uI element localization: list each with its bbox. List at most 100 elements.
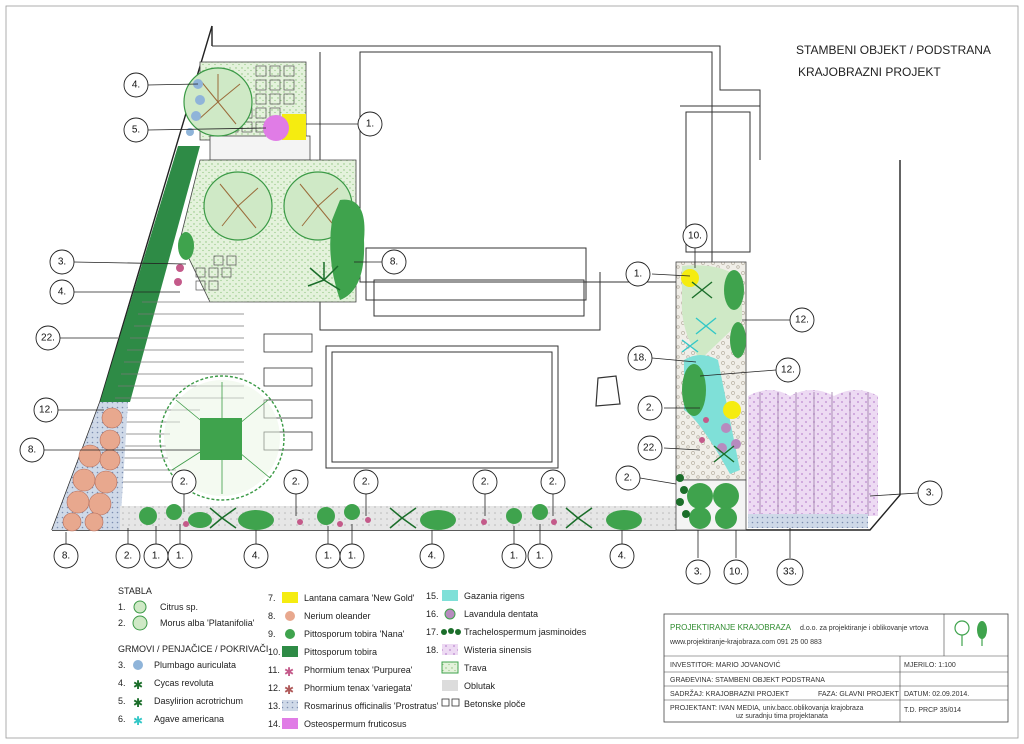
rosmarinus-swatch bbox=[282, 700, 298, 711]
callout-label: 4. bbox=[618, 551, 626, 562]
legend-heading-shrubs: GRMOVI / PENJAČICE / POKRIVAČI bbox=[118, 644, 268, 654]
legend-label: Betonske ploče bbox=[464, 699, 526, 709]
plan-title: STAMBENI OBJEKT / PODSTRANA bbox=[796, 43, 991, 57]
agave-symbol-icon: ✱ bbox=[133, 714, 143, 728]
legend-label: Lantana camara 'New Gold' bbox=[304, 593, 415, 603]
wisteria-swatch bbox=[442, 644, 458, 655]
legend-label: Pittosporum tobira 'Nana' bbox=[304, 629, 405, 639]
north-garden bbox=[183, 61, 311, 161]
west-hedge bbox=[100, 146, 200, 402]
sheet-frame bbox=[5, 5, 1019, 739]
callout-label: 1. bbox=[366, 119, 374, 130]
designer: PROJEKTANT: IVAN MEDIA, univ.bacc.obliko… bbox=[670, 705, 863, 712]
legend-num: 12. bbox=[268, 683, 281, 693]
callout-label: 12. bbox=[781, 365, 795, 376]
south-bed bbox=[120, 504, 680, 530]
callout-label: 2. bbox=[180, 477, 188, 488]
scale: MJERILO: 1:100 bbox=[904, 662, 956, 669]
legend-label: Trava bbox=[464, 663, 487, 673]
callout-label: 2. bbox=[646, 403, 654, 414]
pool bbox=[325, 345, 559, 469]
date: DATUM: 02.09.2014. bbox=[904, 691, 969, 698]
nerium-symbol-icon bbox=[285, 611, 295, 621]
morus-tree-terrace bbox=[159, 375, 285, 501]
citrus-symbol-icon bbox=[133, 600, 147, 614]
legend-label: Trachelospermum jasminoides bbox=[464, 627, 587, 637]
callout-label: 5. bbox=[132, 125, 140, 136]
drawing-number: T.D. PRCP 35/014 bbox=[904, 707, 961, 714]
callout-label: 8. bbox=[62, 551, 70, 562]
pot-planter bbox=[200, 418, 242, 460]
phormium-purpurea-symbol-icon: ✱ bbox=[284, 665, 294, 679]
legend: STABLA 1. Citrus sp. 2. Morus alba 'Plat… bbox=[118, 586, 587, 729]
legend-label: Pittosporum tobira bbox=[304, 647, 377, 657]
legend-label: Agave americana bbox=[154, 714, 224, 724]
legend-num: 13. bbox=[268, 701, 281, 711]
callout-labels: 4. 5. 1. 3. 4. 8. 22. 12. 8. 10. 1. 12. … bbox=[28, 80, 934, 578]
callout-label: 1. bbox=[176, 551, 184, 562]
callout-label: 8. bbox=[28, 445, 36, 456]
building: GRAĐEVINA: STAMBENI OBJEKT PODSTRANA bbox=[670, 677, 825, 684]
east-bed bbox=[675, 261, 747, 531]
legend-num: 3. bbox=[118, 660, 126, 670]
legend-label: Phormium tenax 'Purpurea' bbox=[304, 665, 413, 675]
callout-group bbox=[19, 72, 943, 586]
legend-num: 18. bbox=[426, 645, 439, 655]
gravel-swatch bbox=[442, 680, 458, 691]
company-name: PROJEKTIRANJE KRAJOBRAZA bbox=[670, 623, 792, 632]
callout-label: 4. bbox=[252, 551, 260, 562]
callout-label: 2. bbox=[292, 477, 300, 488]
osteospermum-patch bbox=[263, 115, 289, 141]
legend-num: 10. bbox=[268, 647, 281, 657]
callout-label: 10. bbox=[729, 567, 743, 578]
nerium-group bbox=[62, 407, 123, 532]
morus-symbol-icon bbox=[132, 615, 148, 631]
callout-label: 4. bbox=[132, 80, 140, 91]
legend-label: Osteospermum fruticosus bbox=[304, 719, 407, 729]
legend-num: 1. bbox=[118, 602, 126, 612]
company-tagline: d.o.o. za projektiranje i oblikovanje vr… bbox=[800, 625, 929, 632]
gazania-swatch bbox=[442, 590, 458, 601]
legend-label: Cycas revoluta bbox=[154, 678, 214, 688]
legend-label: Morus alba 'Platanifolia' bbox=[160, 618, 255, 628]
legend-label: Gazania rigens bbox=[464, 591, 525, 601]
plan-subtitle: KRAJOBRAZNI PROJEKT bbox=[798, 65, 941, 79]
legend-label: Nerium oleander bbox=[304, 611, 371, 621]
house-outline bbox=[212, 45, 761, 331]
callout-label: 1. bbox=[536, 551, 544, 562]
legend-num: 17. bbox=[426, 627, 439, 637]
callout-label: 1. bbox=[348, 551, 356, 562]
callout-label: 2. bbox=[549, 477, 557, 488]
investor: INVESTITOR: MARIO JOVANOVIĆ bbox=[670, 660, 781, 669]
legend-label: Rosmarinus officinalis 'Prostratus' bbox=[304, 701, 439, 711]
callout-label: 3. bbox=[58, 257, 66, 268]
pittosporum-swatch bbox=[282, 646, 298, 657]
paving-slab-icon bbox=[441, 698, 460, 707]
callout-label: 2. bbox=[362, 477, 370, 488]
legend-num: 8. bbox=[268, 611, 276, 621]
phase: FAZA: GLAVNI PROJEKT bbox=[818, 691, 900, 698]
title-block: PROJEKTIRANJE KRAJOBRAZA d.o.o. za proje… bbox=[663, 613, 1009, 723]
callout-label: 1. bbox=[634, 269, 642, 280]
legend-num: 16. bbox=[426, 609, 439, 619]
legend-num: 7. bbox=[268, 593, 276, 603]
trachelospermum-symbol-icon bbox=[441, 628, 461, 635]
callout-label: 18. bbox=[633, 353, 647, 364]
phormium-variegata-symbol-icon: ✱ bbox=[284, 683, 294, 697]
legend-label: Oblutak bbox=[464, 681, 496, 691]
cycas-symbol-icon: ✱ bbox=[133, 678, 143, 692]
callout-label: 2. bbox=[481, 477, 489, 488]
shower bbox=[595, 375, 621, 407]
callout-label: 33. bbox=[783, 567, 797, 578]
callout-label: 10. bbox=[688, 231, 702, 242]
legend-heading-trees: STABLA bbox=[118, 586, 152, 596]
legend-num: 9. bbox=[268, 629, 276, 639]
legend-label: Lavandula dentata bbox=[464, 609, 538, 619]
callout-label: 22. bbox=[41, 333, 55, 344]
legend-label: Phormium tenax 'variegata' bbox=[304, 683, 413, 693]
content: SADRŽAJ: KRAJOBRAZNI PROJEKT bbox=[670, 689, 790, 698]
callout-label: 4. bbox=[58, 287, 66, 298]
lantana-swatch bbox=[282, 592, 298, 603]
legend-label: Dasylirion acrotrichum bbox=[154, 696, 243, 706]
osteospermum-swatch bbox=[282, 718, 298, 729]
